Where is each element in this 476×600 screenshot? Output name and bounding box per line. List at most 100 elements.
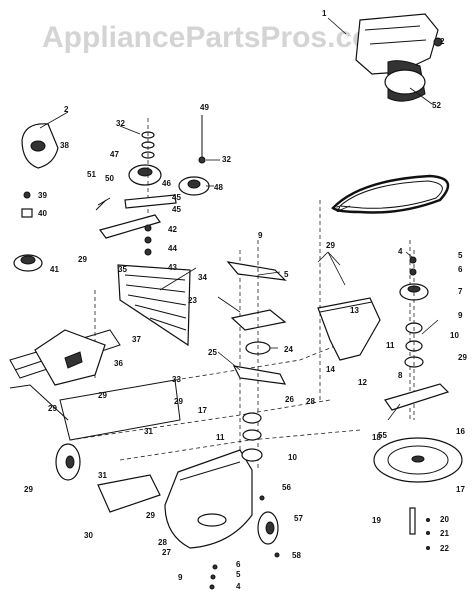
center-blades (226, 240, 287, 470)
wheel-right (257, 511, 279, 545)
callout-5-a: 5 (284, 270, 289, 279)
callout-29-a: 29 (78, 255, 87, 264)
callout-7: 7 (458, 287, 463, 296)
callout-42: 42 (168, 225, 177, 234)
nut-39 (23, 191, 31, 199)
callout-47: 47 (110, 150, 119, 159)
callout-11-a: 11 (216, 433, 225, 442)
callout-28-b: 28 (306, 397, 315, 406)
callout-29-b: 29 (98, 391, 107, 400)
callout-11-b: 11 (386, 341, 395, 350)
callout-13: 13 (350, 306, 359, 315)
callout-44: 44 (168, 244, 177, 253)
callout-52: 52 (432, 101, 441, 110)
callout-39: 39 (38, 191, 47, 200)
callout-34: 34 (198, 273, 207, 282)
callout-33: 33 (172, 375, 181, 384)
blade-disk (373, 437, 463, 483)
callout-25: 25 (208, 348, 217, 357)
callout-9-c: 9 (458, 311, 463, 320)
right-spindle (399, 250, 429, 420)
callout-30: 30 (84, 531, 93, 540)
callout-22: 22 (440, 544, 449, 553)
belt-shield (117, 264, 191, 347)
callout-51: 51 (87, 170, 96, 179)
callout-35: 35 (118, 265, 127, 274)
callout-20: 20 (440, 515, 449, 524)
callout-49: 49 (200, 103, 209, 112)
callout-32: 32 (116, 119, 125, 128)
callout-3: 3 (336, 205, 341, 214)
callout-32-right: 32 (222, 155, 231, 164)
pulley-41 (13, 254, 43, 272)
discharge-chute (34, 329, 106, 386)
callout-29-d: 29 (48, 404, 57, 413)
wheel-left (55, 443, 81, 481)
callout-10-a: 10 (288, 453, 297, 462)
drive-belt (331, 174, 450, 214)
callout-numbers: 1 2 52 2 38 39 40 41 49 32 32 47 46 48 5… (24, 9, 467, 591)
callout-31-a: 31 (144, 427, 153, 436)
callout-6-right: 6 (458, 265, 463, 274)
callout-2: 2 (64, 105, 69, 114)
callout-24: 24 (284, 345, 293, 354)
callout-4: 4 (236, 582, 241, 591)
callout-9-a: 9 (258, 231, 263, 240)
callout-29-e: 29 (24, 485, 33, 494)
callout-17-b: 17 (456, 485, 465, 494)
callout-9-b: 9 (178, 573, 183, 582)
callout-5-b: 5 (236, 570, 241, 579)
pin-19 (409, 507, 416, 535)
callout-19: 19 (372, 516, 381, 525)
bolt-40 (21, 208, 33, 218)
callout-23: 23 (188, 296, 197, 305)
callout-1: 1 (322, 9, 327, 18)
idler-pulley-stack (128, 118, 162, 230)
right-guard (317, 297, 381, 361)
callout-45-a: 45 (172, 193, 181, 202)
callout-21: 21 (440, 529, 449, 538)
callout-31-b: 31 (98, 471, 107, 480)
callout-50: 50 (105, 174, 114, 183)
callout-56: 56 (282, 483, 291, 492)
right-blade (384, 383, 450, 411)
callout-40: 40 (38, 209, 47, 218)
callout-38: 38 (60, 141, 69, 150)
pulley-cover (21, 123, 59, 169)
callout-17-a: 17 (198, 406, 207, 415)
callout-12: 12 (358, 378, 367, 387)
callout-41: 41 (50, 265, 59, 274)
callout-8: 8 (398, 371, 403, 380)
callout-46: 46 (162, 179, 171, 188)
callout-26: 26 (285, 395, 294, 404)
callout-58: 58 (292, 551, 301, 560)
callout-16: 16 (456, 427, 465, 436)
callout-27: 27 (162, 548, 171, 557)
callout-18: 18 (372, 433, 381, 442)
callout-57: 57 (294, 514, 303, 523)
pulley-48 (178, 115, 210, 196)
callout-29-c: 29 (174, 397, 183, 406)
callout-48: 48 (214, 183, 223, 192)
callout-10-b: 10 (450, 331, 459, 340)
callout-36: 36 (114, 359, 123, 368)
callout-45-b: 45 (172, 205, 181, 214)
callout-29-g: 29 (326, 241, 335, 250)
callout-29-right: 29 (458, 353, 467, 362)
callout-28-a: 28 (158, 538, 167, 547)
callout-4-right: 4 (398, 247, 403, 256)
front-housing (97, 449, 253, 549)
idler-bracket (95, 194, 177, 256)
callout-2-top: 2 (440, 37, 445, 46)
leader-lines (39, 17, 439, 421)
callout-14: 14 (326, 365, 335, 374)
watermark: AppliancePartsPros.com (42, 21, 397, 54)
callout-55: 55 (378, 431, 387, 440)
callout-6: 6 (236, 560, 241, 569)
engine-assembly (355, 13, 443, 105)
callout-5-c: 5 (458, 251, 463, 260)
callout-37: 37 (132, 335, 141, 344)
callout-29-f: 29 (146, 511, 155, 520)
